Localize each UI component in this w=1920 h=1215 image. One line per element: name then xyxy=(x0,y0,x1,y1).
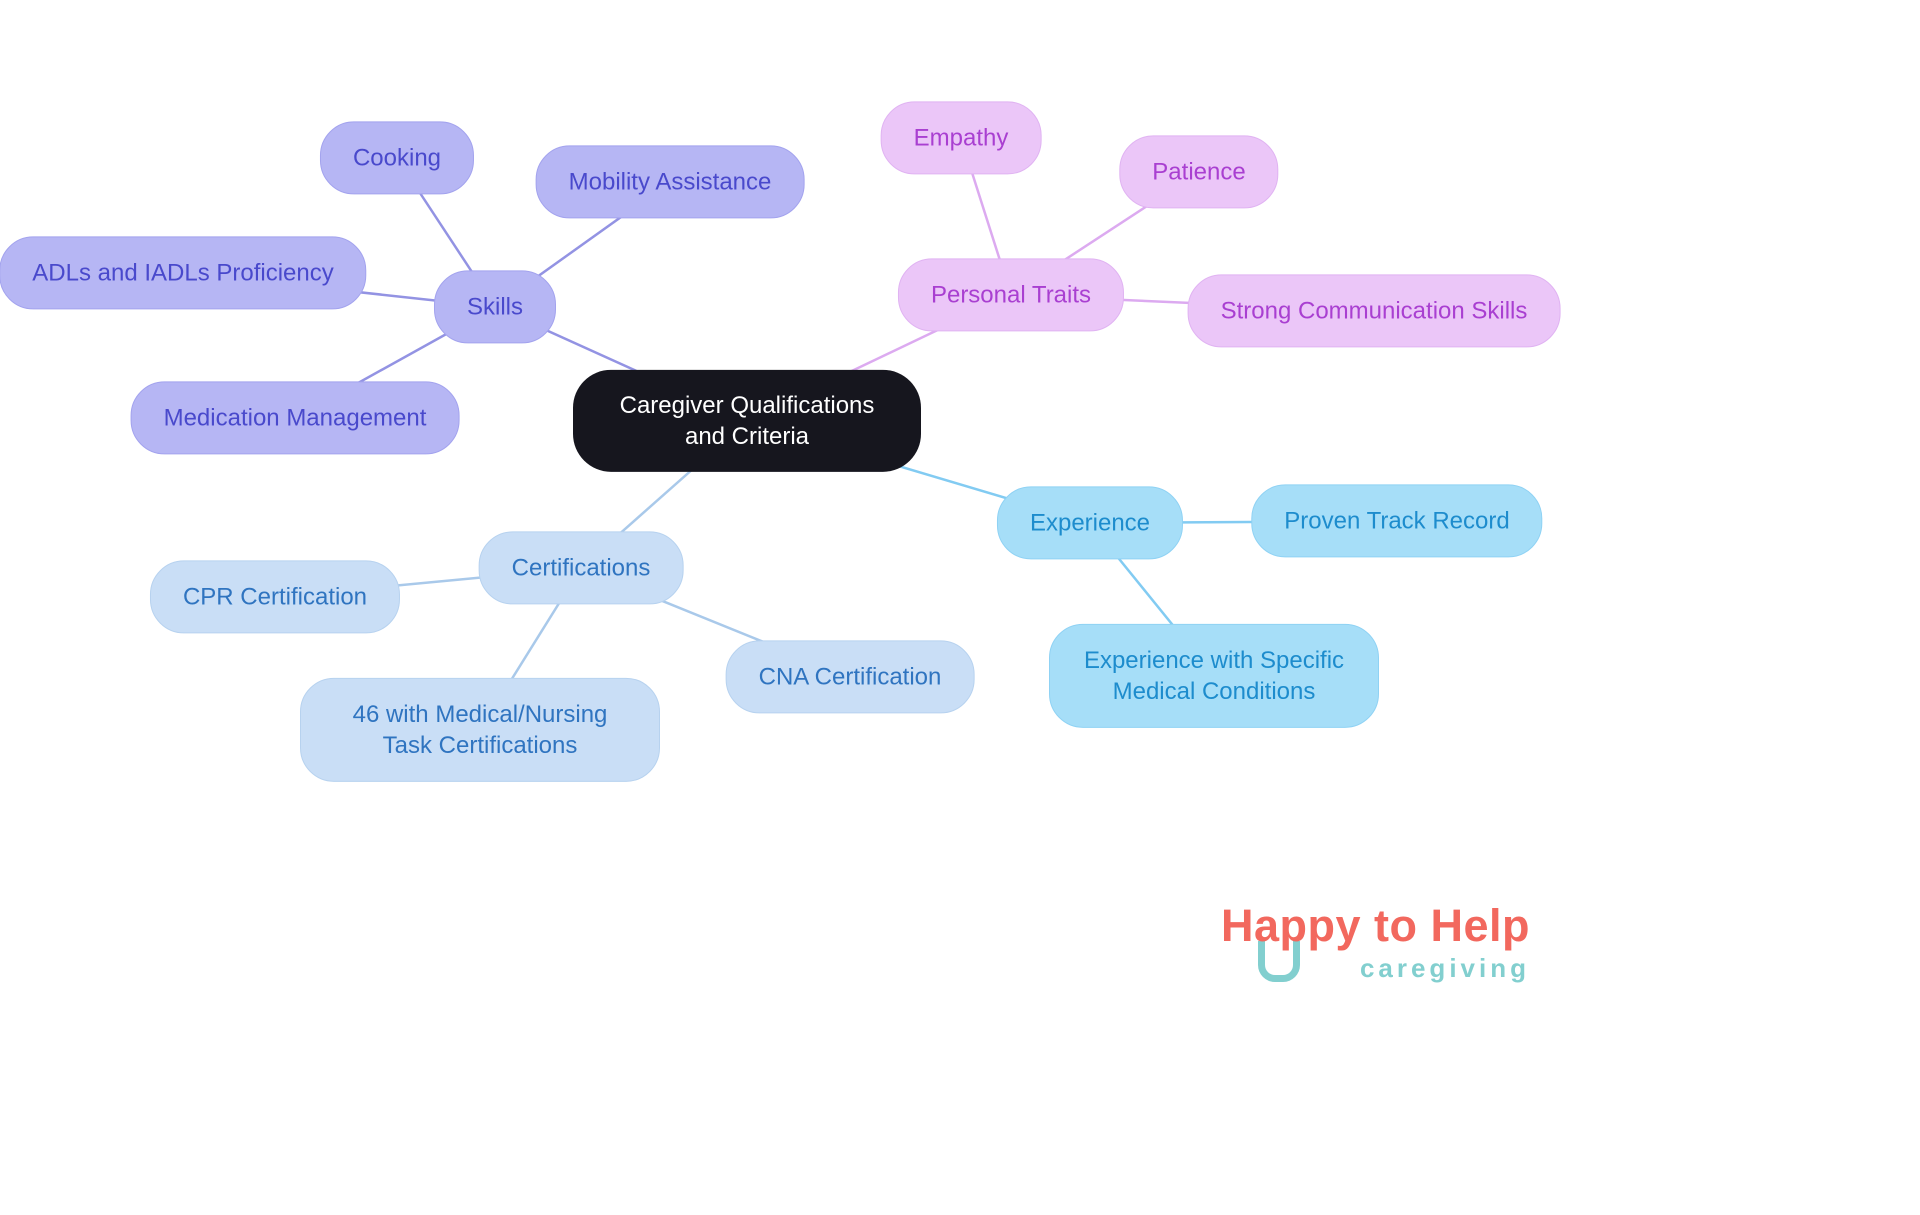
leaf-node-experience-specific-medical-conditions: Experience with Specific Medical Conditi… xyxy=(1049,623,1379,729)
branch-node-certifications: Certifications xyxy=(478,531,684,605)
logo-title: Happy to Help xyxy=(1220,900,1530,951)
leaf-node-46-medical-nursing-task-certifications: 46 with Medical/Nursing Task Certificati… xyxy=(300,677,660,783)
brand-logo: Happy to Help caregiving xyxy=(1158,901,1530,984)
leaf-node-cooking: Cooking xyxy=(319,121,475,195)
leaf-node-mobility-assistance: Mobility Assistance xyxy=(535,145,805,219)
central-node: Caregiver Qualifications and Criteria xyxy=(573,369,921,473)
leaf-node-medication-management: Medication Management xyxy=(130,381,460,455)
branch-node-personal-traits: Personal Traits xyxy=(897,258,1125,332)
logo-subtitle: caregiving xyxy=(1359,952,1530,983)
branch-node-experience: Experience xyxy=(996,486,1184,560)
leaf-node-strong-communication-skills: Strong Communication Skills xyxy=(1187,274,1561,348)
logo-mark-icon xyxy=(1258,941,1300,982)
leaf-node-empathy: Empathy xyxy=(880,101,1042,175)
branch-node-skills: Skills xyxy=(433,270,557,344)
leaf-node-cpr-certification: CPR Certification xyxy=(149,560,401,634)
leaf-node-patience: Patience xyxy=(1119,135,1279,209)
leaf-node-cna-certification: CNA Certification xyxy=(725,640,975,714)
leaf-node-proven-track-record: Proven Track Record xyxy=(1251,484,1543,558)
leaf-node-adls-iadls-proficiency: ADLs and IADLs Proficiency xyxy=(0,236,367,310)
